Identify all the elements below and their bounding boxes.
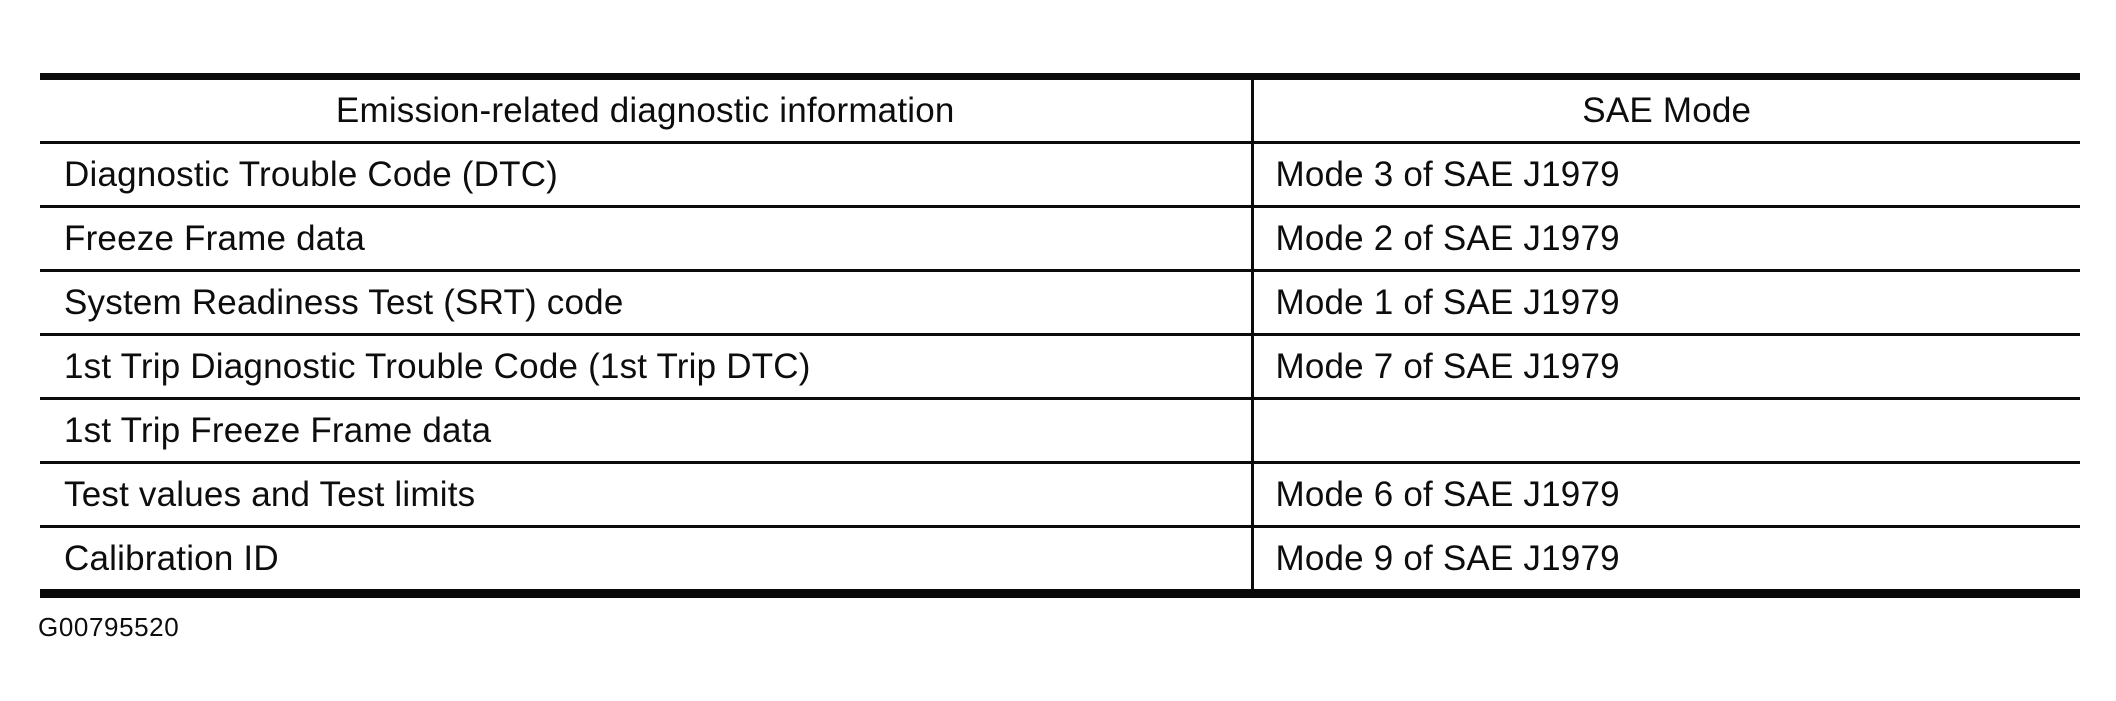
cell-emission-info: Freeze Frame data	[40, 205, 1254, 271]
table-header-row: Emission-related diagnostic information …	[40, 80, 2080, 143]
figure-id-caption: G00795520	[38, 612, 180, 642]
diagnostic-info-table: Emission-related diagnostic information …	[40, 73, 2080, 598]
table-row: 1st Trip Freeze Frame data	[40, 397, 2080, 463]
cell-emission-info: Calibration ID	[40, 525, 1254, 589]
cell-sae-mode	[1252, 397, 2080, 463]
col-header-emission-info: Emission-related diagnostic information	[40, 80, 1254, 143]
cell-sae-mode: Mode 2 of SAE J1979	[1252, 205, 2080, 271]
table-row: Diagnostic Trouble Code (DTC)Mode 3 of S…	[40, 141, 2080, 207]
cell-sae-mode: Mode 3 of SAE J1979	[1252, 141, 2080, 207]
cell-sae-mode: Mode 1 of SAE J1979	[1252, 269, 2080, 335]
cell-emission-info: 1st Trip Diagnostic Trouble Code (1st Tr…	[40, 333, 1254, 399]
cell-emission-info: Diagnostic Trouble Code (DTC)	[40, 141, 1254, 207]
cell-sae-mode: Mode 7 of SAE J1979	[1252, 333, 2080, 399]
cell-emission-info: 1st Trip Freeze Frame data	[40, 397, 1254, 463]
cell-sae-mode: Mode 9 of SAE J1979	[1252, 525, 2080, 589]
cell-emission-info: Test values and Test limits	[40, 461, 1254, 527]
cell-emission-info: System Readiness Test (SRT) code	[40, 269, 1254, 335]
table-row: 1st Trip Diagnostic Trouble Code (1st Tr…	[40, 333, 2080, 399]
col-header-sae-mode: SAE Mode	[1582, 90, 1752, 130]
cell-sae-mode: Mode 6 of SAE J1979	[1252, 461, 2080, 527]
